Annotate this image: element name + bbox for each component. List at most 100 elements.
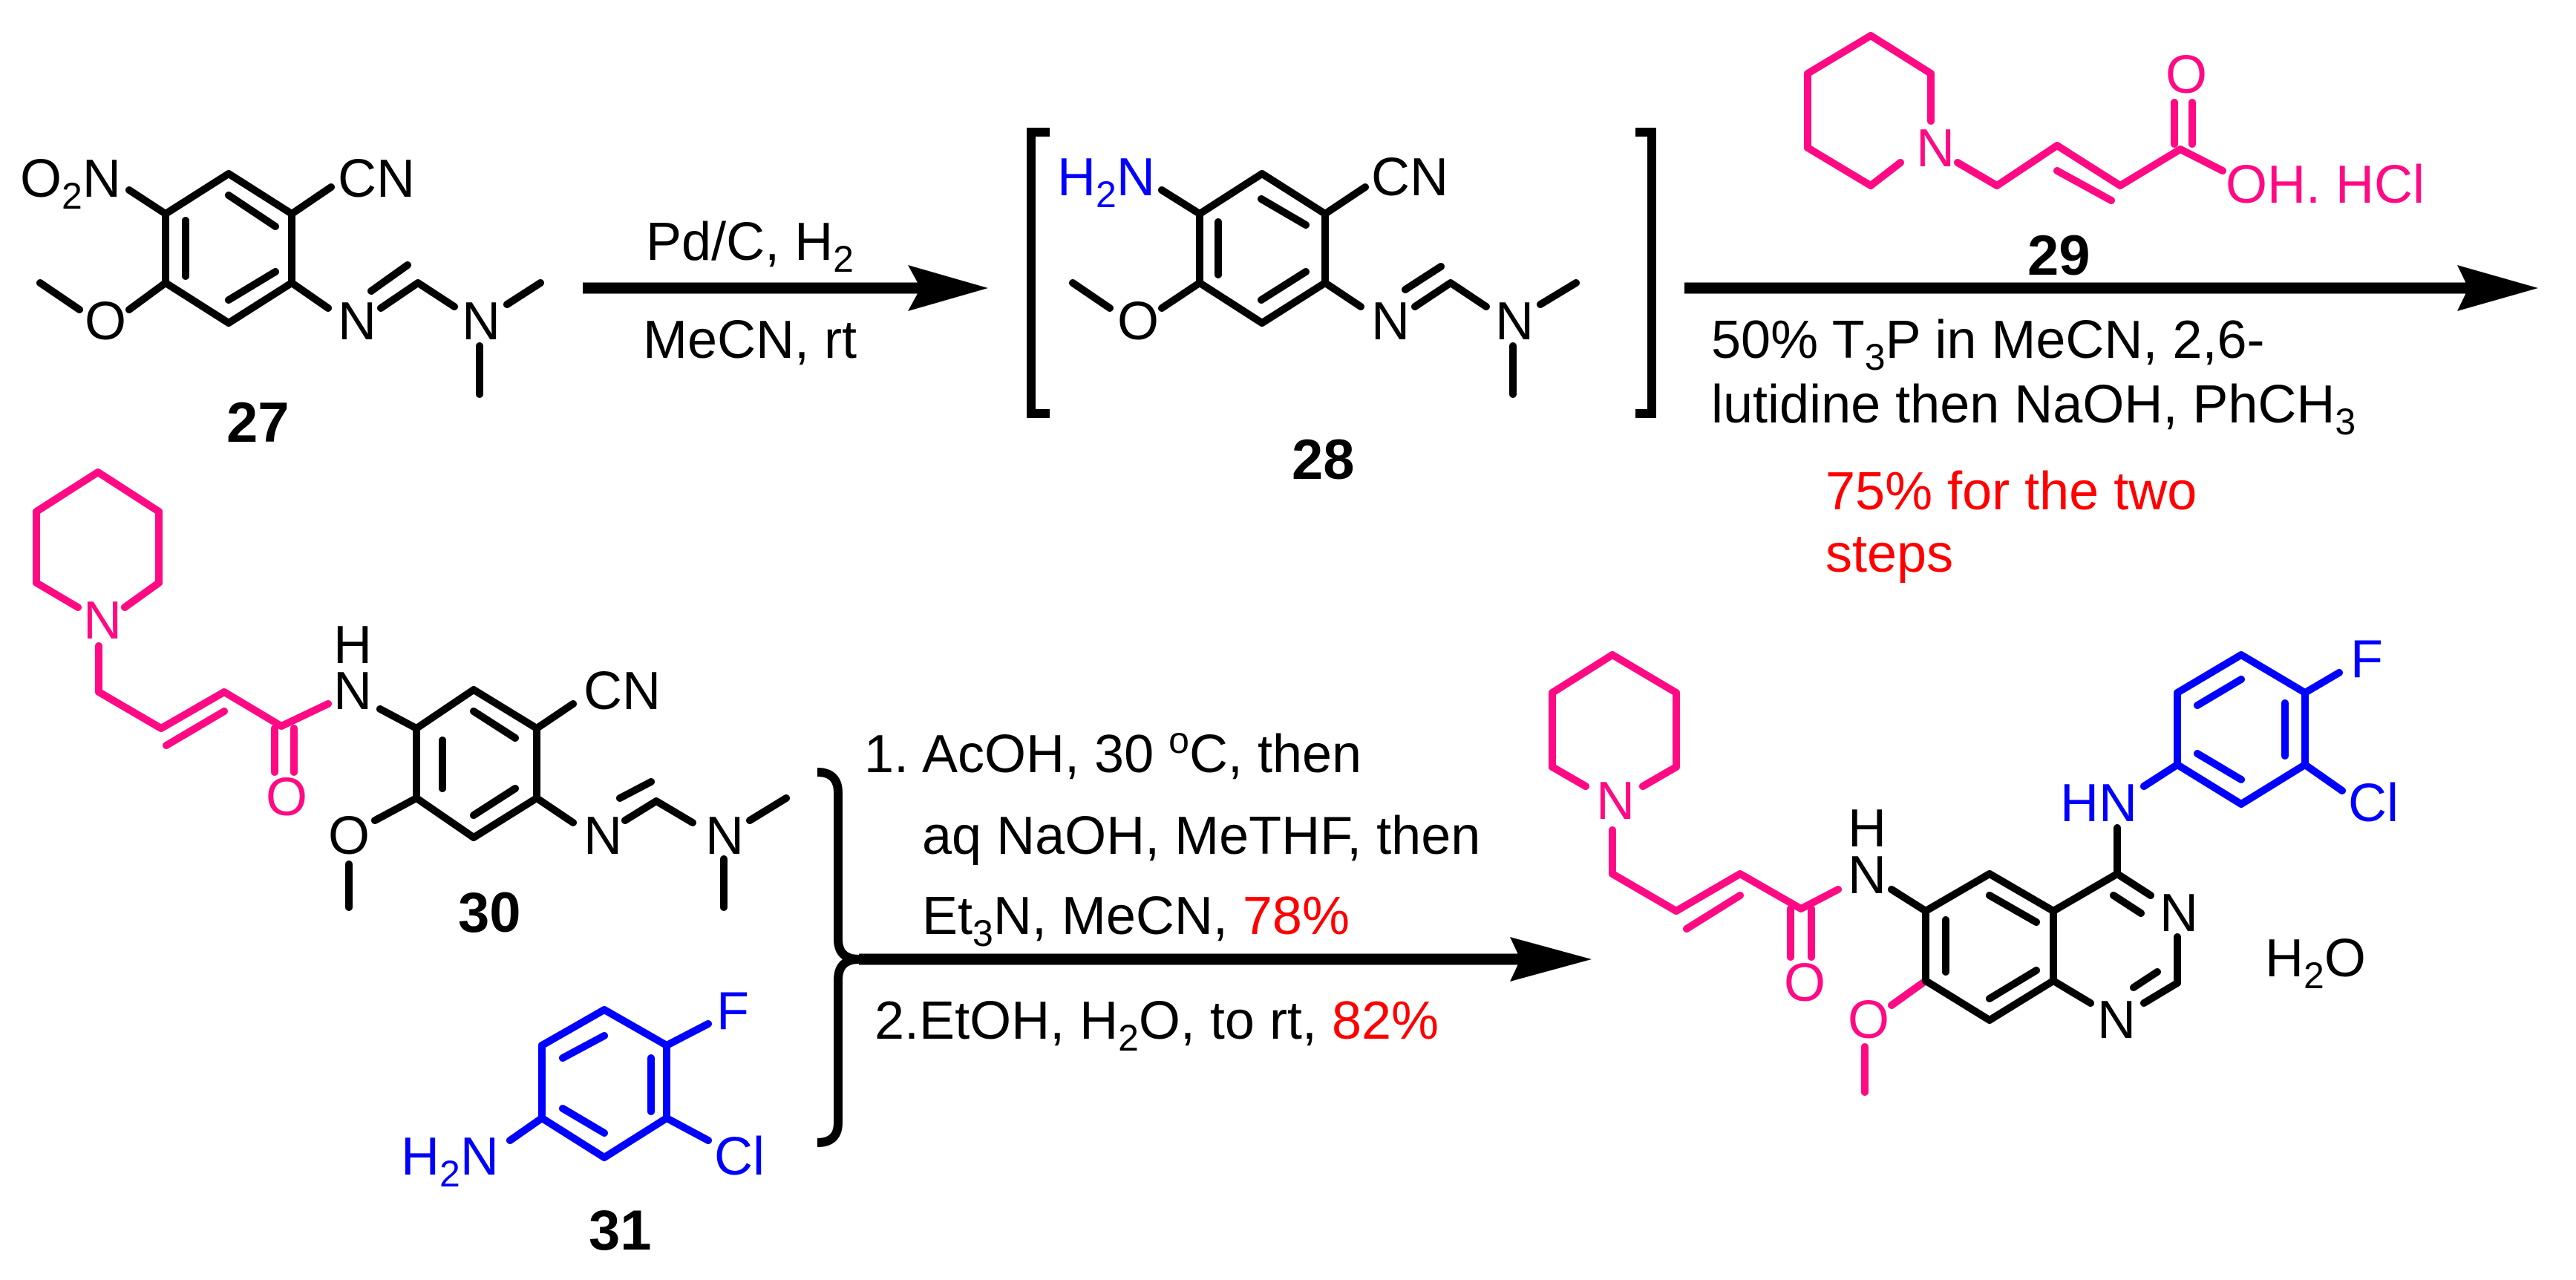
carbonyl-oxygen-label: O (1784, 953, 1825, 1013)
label-fragment: EtOH, H (919, 991, 1118, 1051)
bond (345, 700, 790, 911)
step2-yield-line1: 75% for the two (1825, 462, 2197, 521)
label-fragment: 2 (62, 175, 82, 217)
bond (1888, 824, 2181, 1007)
step3-conditions-line2: aq NaOH, MeTHF, then (922, 806, 1480, 866)
intermediate-brackets (1027, 128, 1656, 418)
nitrile-label: CN (583, 662, 661, 721)
nitrile-label: CN (338, 149, 415, 209)
label-fragment: H (401, 1127, 439, 1186)
amine-nitrogen-label: N (705, 806, 744, 866)
label-fragment: 2. (875, 991, 919, 1051)
bond (1549, 651, 1929, 1096)
fluorine-label: F (716, 982, 749, 1041)
label-fragment: Et (922, 886, 972, 946)
fluorine-label: F (2350, 630, 2383, 689)
step3b-yield: 82% (1332, 991, 1439, 1051)
label-fragment: 3 (2335, 401, 2356, 443)
amide-nitrogen-label: N (1848, 846, 1886, 905)
label-fragment: . HCl (2306, 155, 2425, 215)
imine-nitrogen-label: N (1371, 292, 1410, 351)
compound-27: O2N CN O N N 27 (20, 149, 544, 454)
bond (33, 468, 332, 776)
hydrate-label: H2O (2265, 929, 2366, 996)
label-fragment: Pd/C, H (646, 212, 833, 272)
step2-conditions-line1: 50% T3P in MeCN, 2,6- (1711, 310, 2264, 378)
step2-yield-line2: steps (1825, 524, 1953, 584)
quinazoline-n3-label: N (2160, 884, 2198, 943)
chlorine-label: Cl (2348, 774, 2399, 833)
compound-label-30: 30 (458, 881, 521, 944)
piperidine-nitrogen-label: N (1596, 771, 1635, 831)
piperidine-nitrogen-label: N (1916, 119, 1955, 178)
label-fragment: 2 (439, 1153, 460, 1195)
label-fragment: AcOH, 30 (922, 725, 1168, 784)
amino-group-label: H2N (401, 1127, 499, 1195)
carbonyl-oxygen-label: O (266, 768, 307, 827)
step2-conditions-line2: lutidine then NaOH, PhCH3 (1711, 375, 2356, 443)
carbonyl-oxygen-label: O (2165, 45, 2207, 105)
bond (1069, 183, 1580, 398)
step3-conditions-line1: 1.AcOH, 30 oC, then (864, 719, 1361, 784)
label-fragment: O, to rt, (1139, 991, 1332, 1051)
label-fragment: C, then (1189, 725, 1361, 784)
amide-hydrogen-label: H (333, 615, 372, 675)
step3-conditions-line4: 2.EtOH, H2O, to rt, 82% (875, 991, 1439, 1059)
nitro-group-label: O2N (20, 149, 121, 217)
label-fragment: 2 (2304, 955, 2324, 996)
arrow-head (1510, 937, 1592, 982)
methoxy-oxygen-label: O (1848, 990, 1889, 1050)
methoxy-oxygen-label: O (328, 806, 370, 866)
final-product: N O H N O N N HN F Cl H2O (1549, 630, 2399, 1096)
arrow-head (908, 265, 988, 311)
compound-label-31: 31 (589, 1199, 652, 1262)
methoxy-oxygen-label: O (1117, 292, 1159, 351)
label-fragment: O (20, 149, 62, 209)
arrow-head (2457, 265, 2538, 311)
bond (2140, 669, 2346, 794)
label-fragment: H (1057, 148, 1096, 207)
label-fragment: N, MeCN, (993, 886, 1243, 946)
label-fragment: N (82, 149, 121, 209)
label-fragment: H (2265, 929, 2304, 988)
reactant-brace (817, 768, 860, 1147)
amide-nitrogen-label: N (333, 662, 372, 721)
reaction-arrow-1 (583, 265, 988, 311)
compound-label-27: 27 (226, 391, 290, 454)
label-fragment: 2 (1096, 174, 1117, 215)
label-fragment: o (1168, 719, 1189, 761)
compound-label-29: 29 (2027, 224, 2090, 287)
label-fragment: 3 (972, 912, 993, 954)
label-fragment: N (460, 1127, 499, 1186)
reaction-arrow-3 (859, 937, 1592, 982)
hydroxyl-label: OH. HCl (2226, 155, 2425, 215)
chlorine-label: Cl (714, 1127, 765, 1186)
bond (506, 1020, 712, 1144)
label-fragment: O (2324, 929, 2366, 988)
piperidine-nitrogen-label: N (83, 591, 122, 650)
label-fragment: OH (2226, 155, 2306, 215)
label-fragment: 2 (833, 238, 854, 280)
imine-nitrogen-label: N (583, 806, 622, 866)
amide-hydrogen-label: H (1848, 799, 1886, 858)
step1-conditions-below: MeCN, rt (643, 310, 857, 370)
label-fragment: lutidine then NaOH, PhCH (1711, 375, 2335, 434)
label-fragment: P in MeCN, 2,6- (1886, 310, 2265, 370)
bond (36, 183, 544, 398)
amine-nitrogen-label: N (1495, 292, 1534, 351)
methoxy-oxygen-label: O (85, 292, 126, 351)
label-fragment: 50% T (1711, 310, 1865, 370)
compound-29: N O OH. HCl 29 (1804, 32, 2425, 287)
step3-conditions-line3: Et3N, MeCN, 78% (922, 886, 1350, 954)
label-fragment: 3 (1865, 336, 1886, 378)
step3a-yield: 78% (1243, 886, 1350, 946)
label-fragment: 1. (864, 725, 909, 784)
compound-31: H2N F Cl 31 (401, 982, 765, 1262)
label-fragment: N (1117, 148, 1155, 207)
label-fragment: 2 (1118, 1017, 1139, 1059)
compound-30: N O H N CN O N N 30 (33, 468, 790, 944)
reaction-arrow-2 (1684, 265, 2538, 311)
anilino-nh-label: HN (2060, 774, 2137, 833)
nitrile-label: CN (1371, 148, 1448, 207)
